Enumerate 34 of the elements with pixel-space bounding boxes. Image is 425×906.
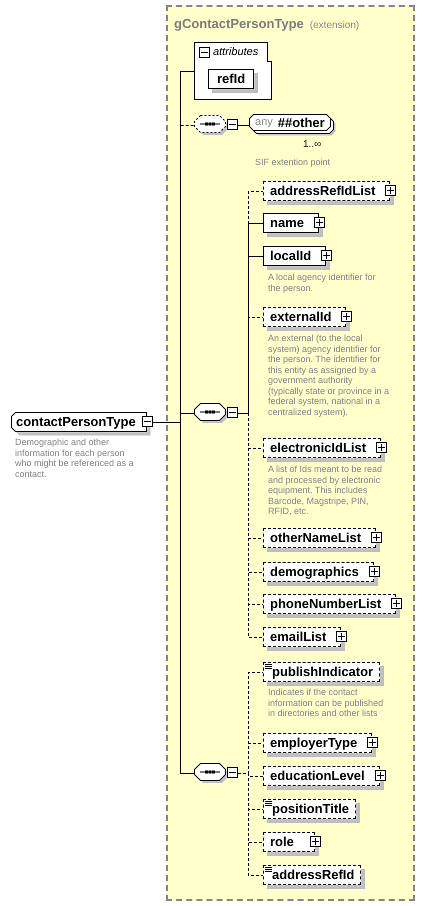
extension-panel	[166, 5, 415, 901]
element-name: electronicIdList	[270, 440, 366, 455]
wildcard-keyword: any	[255, 115, 273, 130]
element-name: externalId	[270, 309, 332, 324]
attributes-label: attributes	[213, 46, 258, 59]
group-title: gContactPersonType	[174, 16, 304, 31]
occurrence-label: 1..∞	[303, 140, 322, 150]
description-text: SIF extention point	[255, 157, 332, 168]
element-name: positionTitle	[272, 801, 350, 816]
extension-label: (extension)	[310, 20, 360, 31]
connector-line	[238, 773, 264, 876]
namespace-label: ##other	[278, 114, 325, 131]
description-text: An external (to the local system) agency identifier for the person. The identifier for this entity as assigned by a government authority (typically state or province in a federal system, national in a centralized system).	[268, 333, 390, 417]
element-name: otherNameList	[270, 530, 362, 545]
connector-line	[238, 256, 264, 414]
element-name: demographics	[270, 564, 359, 579]
element-name: name	[270, 215, 304, 230]
element-name: addressRefId	[272, 867, 354, 882]
element-name: addressRefIdList	[270, 183, 376, 198]
element-name: phoneNumberList	[270, 596, 382, 611]
connector-line	[238, 125, 250, 126]
element-name: role	[270, 834, 294, 849]
attribute-name: refId	[217, 71, 246, 86]
description-text: Demographic and other information for each person who might be referenced as a contact.	[15, 437, 135, 479]
description-text: A local agency identifier for the person.	[268, 272, 377, 293]
element-name: employerType	[270, 735, 358, 750]
element-name: publishIndicator	[272, 664, 374, 679]
element-name: emailList	[270, 629, 326, 644]
description-text: A list of Ids meant to be read and processed by electronic equipment. This includes Barcode, Magstripe, PIN, RFID, etc.	[268, 464, 384, 516]
wildcard-box	[249, 114, 336, 136]
element-name: educationLevel	[270, 768, 365, 783]
description-text: Indicates if the contact information can be published in directories and other lists	[268, 687, 384, 718]
element-name: localId	[270, 248, 312, 263]
attributes-group	[194, 42, 272, 100]
